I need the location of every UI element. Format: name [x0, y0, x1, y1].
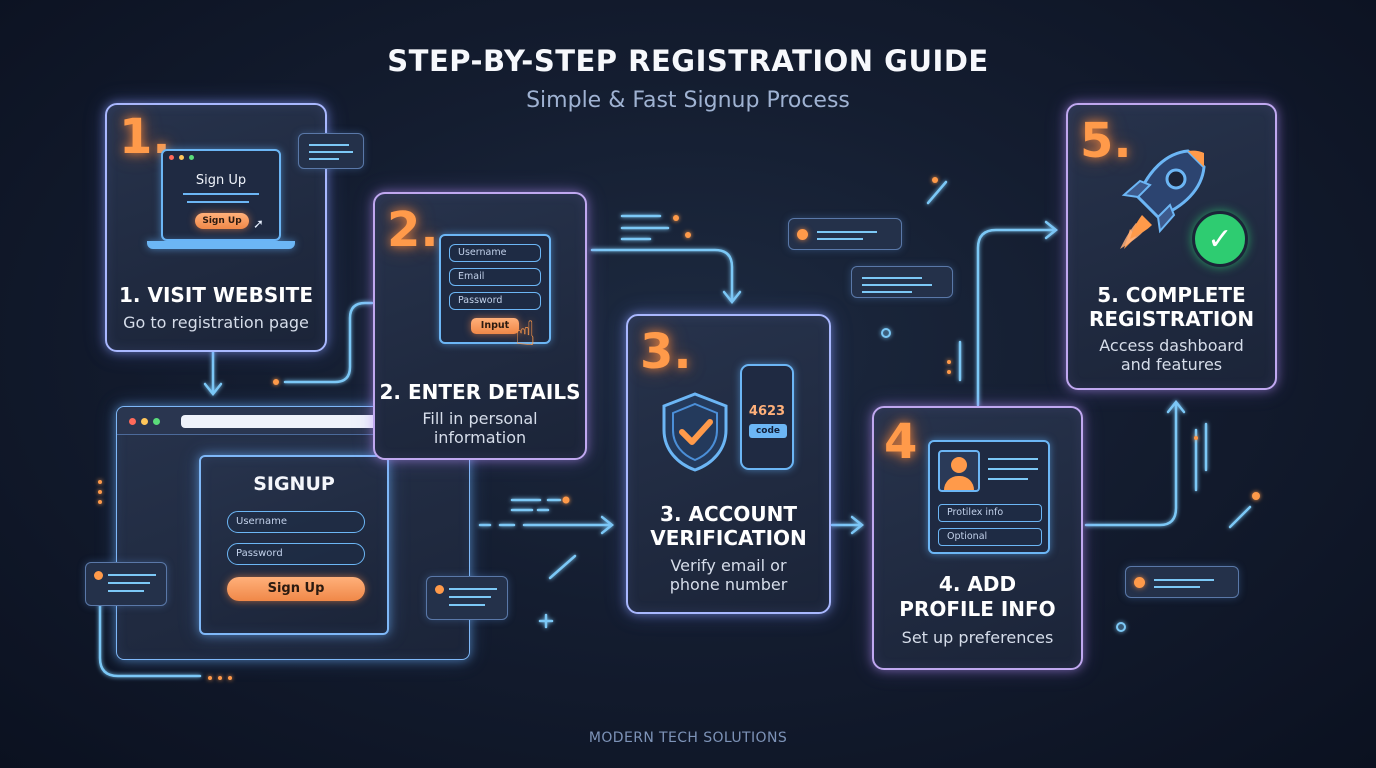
rocket-icon — [1120, 149, 1206, 249]
avatar-body — [944, 476, 974, 490]
page-title: STEP-BY-STEP REGISTRATION GUIDE — [387, 44, 989, 78]
laptop-signup-button[interactable]: Sign Up — [195, 213, 249, 229]
step-1-description: Go to registration page — [123, 313, 309, 332]
message-chip-left — [85, 562, 167, 606]
message-chip-right — [1125, 566, 1239, 598]
step-5-description-line1: Access dashboard — [1099, 336, 1244, 355]
step-4-card: 4 Protilex info Optional 4. ADD PROFILE … — [872, 406, 1083, 670]
cursor-icon: ➚ — [253, 217, 264, 232]
step-2-email-field: Email — [449, 268, 541, 286]
phone-code-label: code — [749, 424, 787, 438]
arrow-step4-step5-curve — [1084, 402, 1178, 527]
step-3-card: 3. 4623 code 3. ACCOUNT VERIFICATION Ver… — [626, 314, 831, 614]
step-2-title: 2. ENTER DETAILS — [379, 380, 581, 404]
avatar-head — [951, 457, 967, 473]
step-3-title-line2: VERIFICATION — [650, 526, 807, 550]
step-4-number: 4 — [884, 414, 918, 470]
step-2-description-line2: information — [433, 428, 527, 447]
shield-check-icon — [662, 392, 728, 472]
laptop-heading: Sign Up — [195, 173, 247, 188]
profile-info-field: Protilex info — [938, 504, 1042, 522]
browser-dots — [129, 418, 160, 425]
step-2-username-field: Username — [449, 244, 541, 262]
footer-brand: MODERN TECH SOLUTIONS — [588, 730, 788, 746]
step-3-description-line1: Verify email or — [670, 556, 787, 575]
arrow-step2-step3 — [590, 248, 734, 302]
avatar — [938, 450, 980, 492]
laptop-screen: Sign Up Sign Up ➚ — [161, 149, 281, 241]
step-5-description-line2: and features — [1120, 355, 1223, 374]
step-2-input-button: Input — [471, 318, 519, 334]
laptop-illustration: Sign Up Sign Up ➚ — [147, 149, 297, 259]
step-4-title-line2: PROFILE INFO — [899, 597, 1056, 621]
step-5-title-line1: 5. COMPLETE — [1097, 283, 1246, 307]
step-4-title-line1: 4. ADD — [938, 572, 1017, 596]
window-dots — [169, 155, 194, 160]
signup-form: SIGNUP Username Password Sign Up — [199, 455, 389, 635]
step-2-number: 2. — [387, 202, 439, 258]
page-subtitle: Simple & Fast Signup Process — [526, 88, 850, 113]
step-5-number: 5. — [1080, 113, 1132, 169]
step-1-card: 1. Sign Up Sign Up ➚ 1. VISIT WEBSITE Go… — [105, 103, 327, 352]
signup-submit-button[interactable]: Sign Up — [227, 577, 365, 601]
phone-code: 4623 — [748, 404, 786, 419]
step-1-title: 1. VISIT WEBSITE — [119, 283, 313, 307]
phone-illustration: 4623 code — [740, 364, 794, 470]
step-4-description: Set up preferences — [901, 628, 1054, 647]
arrow-step4-step5 — [976, 228, 1056, 407]
step-2-description-line1: Fill in personal — [422, 409, 538, 428]
step-5-title-line2: REGISTRATION — [1088, 307, 1255, 331]
signup-password-input[interactable]: Password — [227, 543, 365, 565]
signup-username-input[interactable]: Username — [227, 511, 365, 533]
step-2-password-field: Password — [449, 292, 541, 310]
signup-heading: SIGNUP — [253, 473, 335, 495]
message-chip-mid — [851, 266, 953, 298]
success-check-icon: ✓ — [1192, 211, 1248, 267]
step-2-card: 2. Username Email Password Input ☝ 2. EN… — [373, 192, 587, 460]
message-chip-top — [788, 218, 902, 250]
profile-card-illustration: Protilex info Optional — [928, 440, 1050, 554]
optional-field: Optional — [938, 528, 1042, 546]
message-chip-center — [426, 576, 508, 620]
laptop-base — [147, 241, 295, 249]
pointer-hand-icon: ☝ — [515, 314, 536, 354]
step-3-title-line1: 3. ACCOUNT — [660, 502, 797, 526]
step-3-number: 3. — [640, 324, 692, 380]
chat-bubble-icon — [298, 133, 364, 169]
step-3-description-line2: phone number — [669, 575, 788, 594]
step-5-card: 5. ✓ 5. COMPLETE REGISTRATION Access das… — [1066, 103, 1277, 390]
form-illustration: Username Email Password Input — [439, 234, 551, 344]
